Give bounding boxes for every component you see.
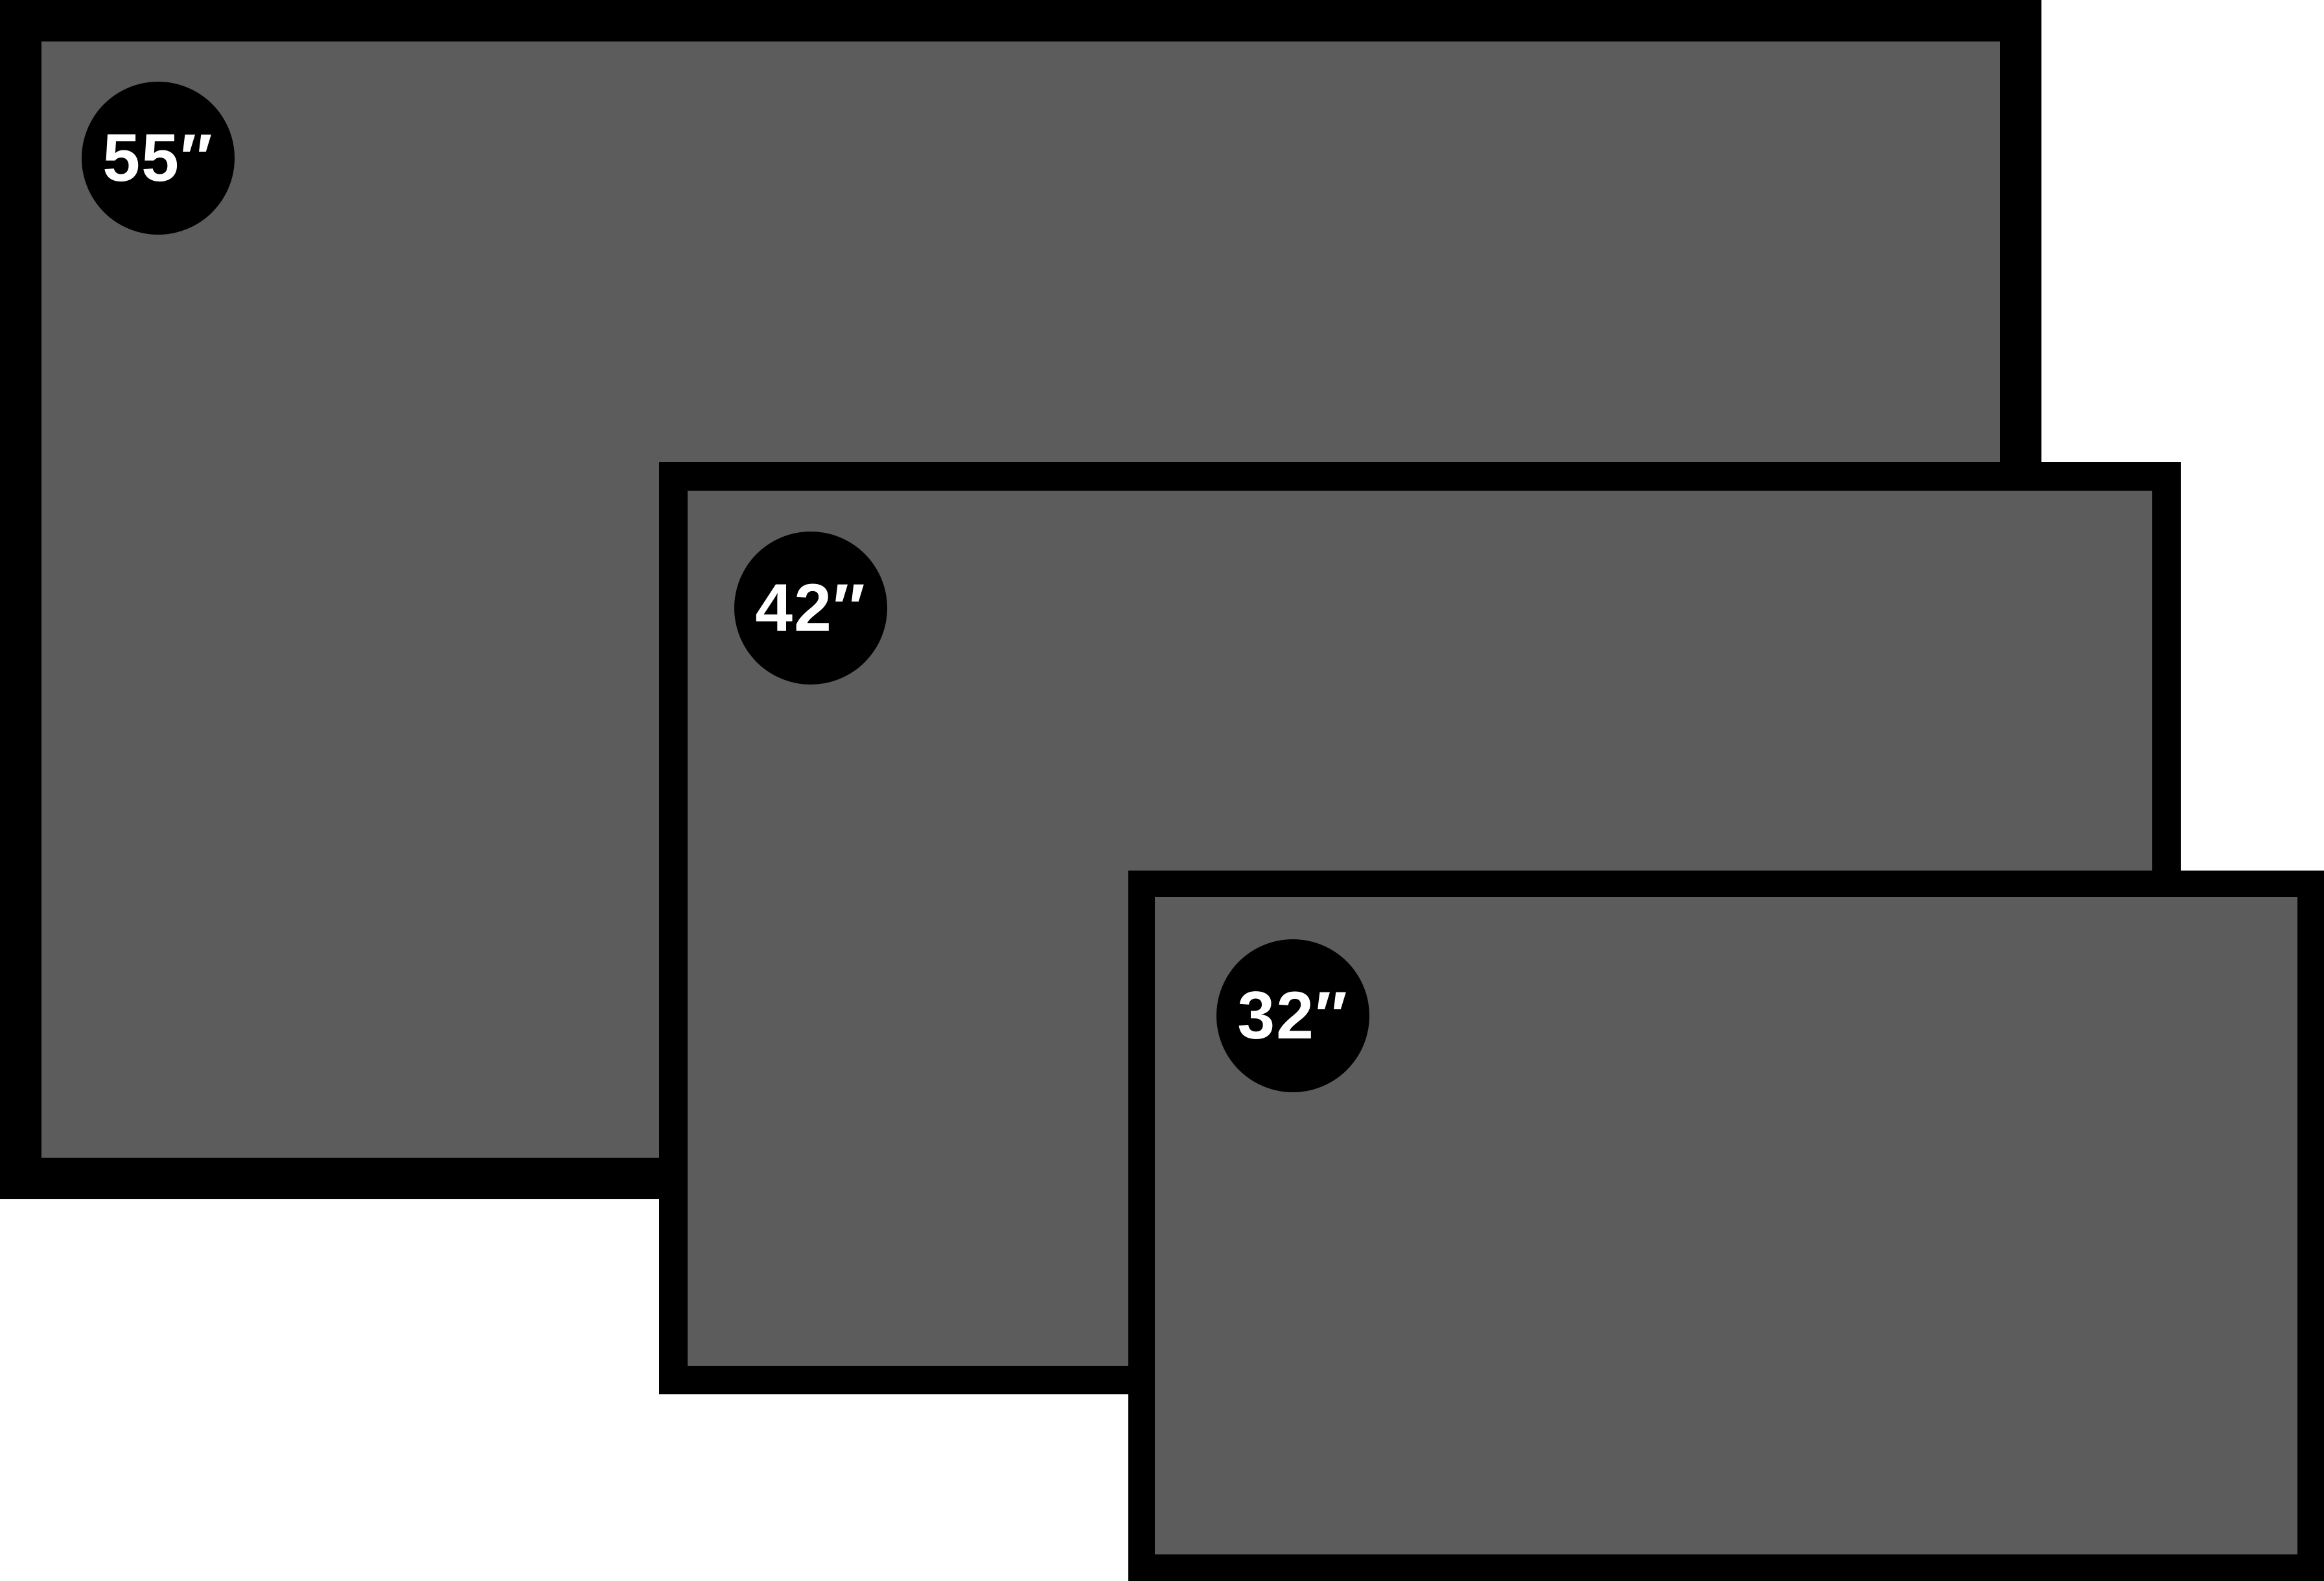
size-badge-55: 55″ [82, 82, 235, 235]
size-label-32: 32″ [1237, 978, 1349, 1053]
size-badge-32: 32″ [1216, 939, 1369, 1092]
screen-32-inch: 32″ [1128, 871, 2324, 1581]
size-label-42: 42″ [755, 570, 866, 646]
size-label-55: 55″ [102, 120, 214, 196]
size-badge-42: 42″ [734, 532, 887, 685]
